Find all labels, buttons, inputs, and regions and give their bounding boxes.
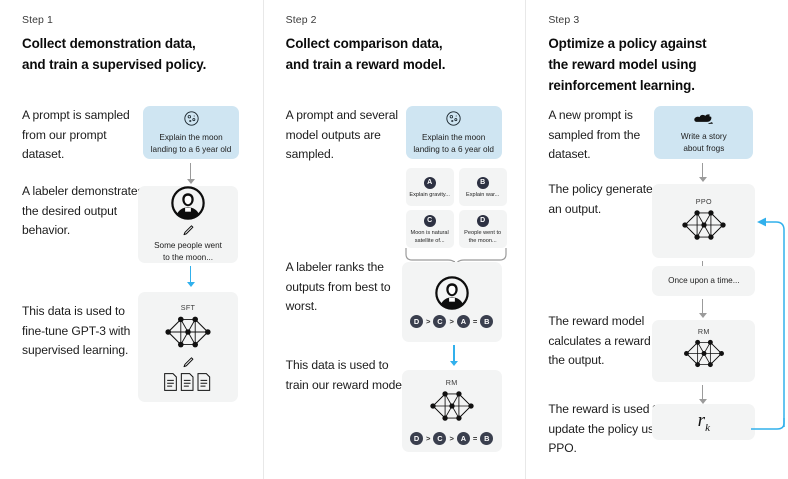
- rank-badge-3: A: [456, 431, 470, 445]
- step-3-prompt-caption: Write a story about frogs: [680, 131, 727, 153]
- option-badge-d: D: [476, 214, 489, 227]
- step-1-paragraph-2: A labeler demonstrates the desired outpu…: [22, 184, 144, 238]
- rank-op-2: >: [449, 433, 454, 443]
- rank-op-3: =: [472, 433, 478, 443]
- avatar-icon: [171, 186, 205, 220]
- rank-op-2: >: [449, 317, 454, 326]
- step-3-arrow-4: [698, 385, 707, 405]
- step-1-labeler-caption: Some people went to the moon...: [154, 240, 222, 262]
- option-card-b[interactable]: B Explain war...: [458, 168, 507, 206]
- step-2-paragraph-3: This data is used to train our reward mo…: [285, 358, 408, 392]
- step-3-label: Step 3: [548, 14, 580, 26]
- avatar-icon: [434, 276, 469, 310]
- step-2-title: Collect comparison data, and train a rew…: [285, 36, 446, 72]
- step-1-column: Step 1 Collect demonstration data, and t…: [0, 0, 263, 479]
- step-3-rm-tag: RM: [697, 326, 710, 336]
- reward-symbol: rk: [697, 410, 710, 434]
- rank-op-1: >: [426, 433, 431, 443]
- ranking-row-rm: D > C > A = B: [410, 431, 494, 445]
- step-2-prompt-box[interactable]: Explain the moon landing to a 6 year old: [405, 106, 502, 159]
- step-3-reward-box[interactable]: rk: [652, 404, 756, 440]
- step-2-rm-tag: RM: [445, 377, 458, 387]
- feedback-loop-arrow: [751, 212, 788, 432]
- neural-network-icon: [677, 206, 731, 246]
- step-3-prompt-box[interactable]: Write a story about frogs: [654, 106, 754, 159]
- step-3-paragraph-2: The policy generates an output.: [548, 182, 659, 216]
- pencil-icon: [181, 223, 195, 237]
- step-1-prompt-caption: Explain the moon landing to a 6 year old: [150, 132, 232, 154]
- step-1-arrow-2: [186, 266, 195, 288]
- rank-badge-4: B: [480, 315, 494, 328]
- step-3-arrow-1: [698, 163, 707, 183]
- step-2-ranking-box[interactable]: D > C > A = B: [401, 262, 502, 342]
- step-1-paragraph-3: This data is used to fine-tune GPT-3 wit…: [22, 304, 131, 358]
- step-3-output-box[interactable]: Once upon a time...: [652, 266, 756, 296]
- option-text-a: Explain gravity...: [409, 191, 450, 198]
- step-3-paragraph-4: The reward is used to update the policy …: [548, 402, 670, 456]
- step-1-arrow-1: [186, 163, 195, 185]
- moon-icon: [183, 110, 200, 127]
- ranking-row-labeler: D > C > A = B: [410, 315, 494, 328]
- frog-icon: [693, 111, 715, 125]
- neural-network-icon: [161, 312, 215, 352]
- step-1-labeler-box[interactable]: Some people went to the moon...: [138, 186, 238, 263]
- step-2-paragraph-1: A prompt and several model outputs are s…: [285, 108, 398, 162]
- option-badge-a: A: [423, 176, 436, 189]
- rank-badge-4: B: [480, 431, 494, 445]
- step-1-label: Step 1: [22, 14, 53, 26]
- moon-icon: [445, 110, 462, 127]
- step-1-prompt-box[interactable]: Explain the moon landing to a 6 year old: [143, 106, 239, 159]
- neural-network-icon: [677, 336, 731, 376]
- step-3-paragraph-1: A new prompt is sampled from the dataset…: [548, 108, 641, 162]
- option-card-a[interactable]: A Explain gravity...: [405, 168, 454, 206]
- step-1-paragraph-1: A prompt is sampled from our prompt data…: [22, 108, 130, 162]
- pencil-icon-2: [181, 355, 195, 369]
- rank-badge-2: C: [433, 315, 447, 328]
- option-badge-c: C: [423, 214, 436, 227]
- rank-badge-3: A: [456, 315, 470, 328]
- rank-op-1: >: [426, 317, 431, 326]
- step-2-rm-box[interactable]: RM D > C > A: [401, 370, 502, 452]
- step-1-sft-box[interactable]: SFT: [138, 292, 238, 402]
- step-3-title: Optimize a policy against the reward mod…: [548, 36, 707, 93]
- step-3-column: Step 3 Optimize a policy against the rew…: [525, 0, 788, 479]
- option-text-b: Explain war...: [466, 191, 500, 198]
- step-3-ppo-tag: PPO: [695, 196, 712, 206]
- step-1-sft-tag: SFT: [180, 302, 196, 312]
- step-2-label: Step 2: [285, 14, 317, 26]
- option-card-d[interactable]: D People went to the moon...: [458, 210, 507, 248]
- feedback-loop-tail: [751, 418, 788, 443]
- rank-badge-1: D: [410, 431, 423, 445]
- rank-op-3: =: [472, 317, 478, 326]
- rank-badge-1: D: [410, 315, 423, 328]
- step-3-paragraph-3: The reward model calculates a reward for…: [548, 314, 668, 368]
- option-badge-b: B: [476, 176, 489, 189]
- option-card-c[interactable]: C Moon is natural satellite of...: [405, 210, 454, 248]
- step-2-prompt-caption: Explain the moon landing to a 6 year old: [413, 132, 494, 154]
- step-2-paragraph-2: A labeler ranks the outputs from best to…: [285, 260, 391, 314]
- documents-icon: [161, 372, 215, 392]
- step-3-arrow-3: [698, 299, 707, 319]
- neural-network-icon: [425, 387, 479, 427]
- step-3-output-caption: Once upon a time...: [668, 276, 740, 286]
- step-1-title: Collect demonstration data, and train a …: [22, 36, 207, 72]
- step-3-rm-box[interactable]: RM: [652, 320, 756, 382]
- option-text-d: People went to the moon...: [464, 229, 502, 244]
- step-2-arrow-2: [450, 345, 459, 367]
- rank-badge-2: C: [433, 431, 447, 445]
- option-text-c: Moon is natural satellite of...: [410, 229, 449, 244]
- step-3-ppo-box[interactable]: PPO: [652, 184, 756, 258]
- step-2-column: Step 2 Collect comparison data, and trai…: [262, 0, 526, 479]
